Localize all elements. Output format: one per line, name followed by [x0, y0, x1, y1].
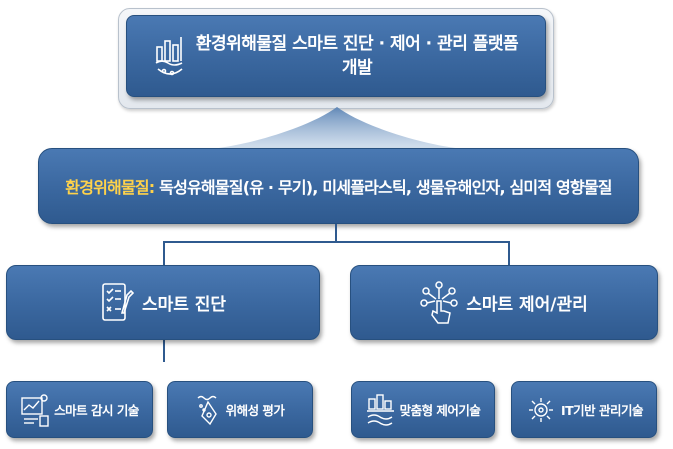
platform-title-line2: 개발 [341, 58, 373, 78]
factory-pollution-icon [155, 37, 183, 76]
checklist-icon [102, 282, 134, 321]
smart-monitoring-box: 스마트 감시 기술 [6, 381, 153, 438]
platform-title-line1: 환경위해물질 스마트 진단 · 제어 · 관리 플랫폼 [195, 34, 519, 54]
smart-control-box: 스마트 제어/관리 [350, 265, 658, 340]
hazardous-substances-text: 환경위해물질: 독성유해물질(유 · 무기), 미세플라스틱, 생물유해인자, … [65, 174, 612, 198]
monitoring-chart-icon [21, 393, 49, 427]
connector-left-down [163, 241, 165, 265]
smart-monitoring-label: 스마트 감시 기술 [54, 403, 139, 418]
connector-right-down [508, 241, 510, 265]
risk-assessment-box: 위해성 평가 [167, 381, 313, 438]
industrial-control-icon [366, 393, 394, 426]
up-arrow-connector [210, 107, 464, 149]
connector-horizontal [163, 241, 510, 243]
smart-diagnosis-label: 스마트 진단 [141, 295, 227, 315]
smart-diagnosis-box: 스마트 진단 [6, 265, 320, 340]
connector-left-bottom [163, 340, 165, 362]
gear-network-icon [528, 397, 553, 422]
touch-network-icon [420, 280, 458, 324]
custom-control-label: 맞춤형 제어기술 [399, 403, 481, 418]
platform-title-box: 환경위해물질 스마트 진단 · 제어 · 관리 플랫폼 개발 [126, 15, 546, 97]
custom-control-box: 맞춤형 제어기술 [351, 381, 495, 438]
hazardous-substances-box: 환경위해물질: 독성유해물질(유 · 무기), 미세플라스틱, 생물유해인자, … [38, 148, 639, 224]
smart-control-label: 스마트 제어/관리 [466, 295, 588, 315]
it-management-box: IT기반 관리기술 [511, 381, 657, 438]
hazardous-substances-key: 환경위해물질: [65, 178, 155, 197]
risk-assessment-label: 위해성 평가 [225, 403, 285, 418]
hazardous-substances-list: 독성유해물질(유 · 무기), 미세플라스틱, 생물유해인자, 심미적 영향물질 [154, 178, 612, 197]
it-management-label: IT기반 관리기술 [560, 403, 644, 418]
connector-mid-down [335, 224, 337, 242]
water-sample-icon [197, 395, 217, 425]
